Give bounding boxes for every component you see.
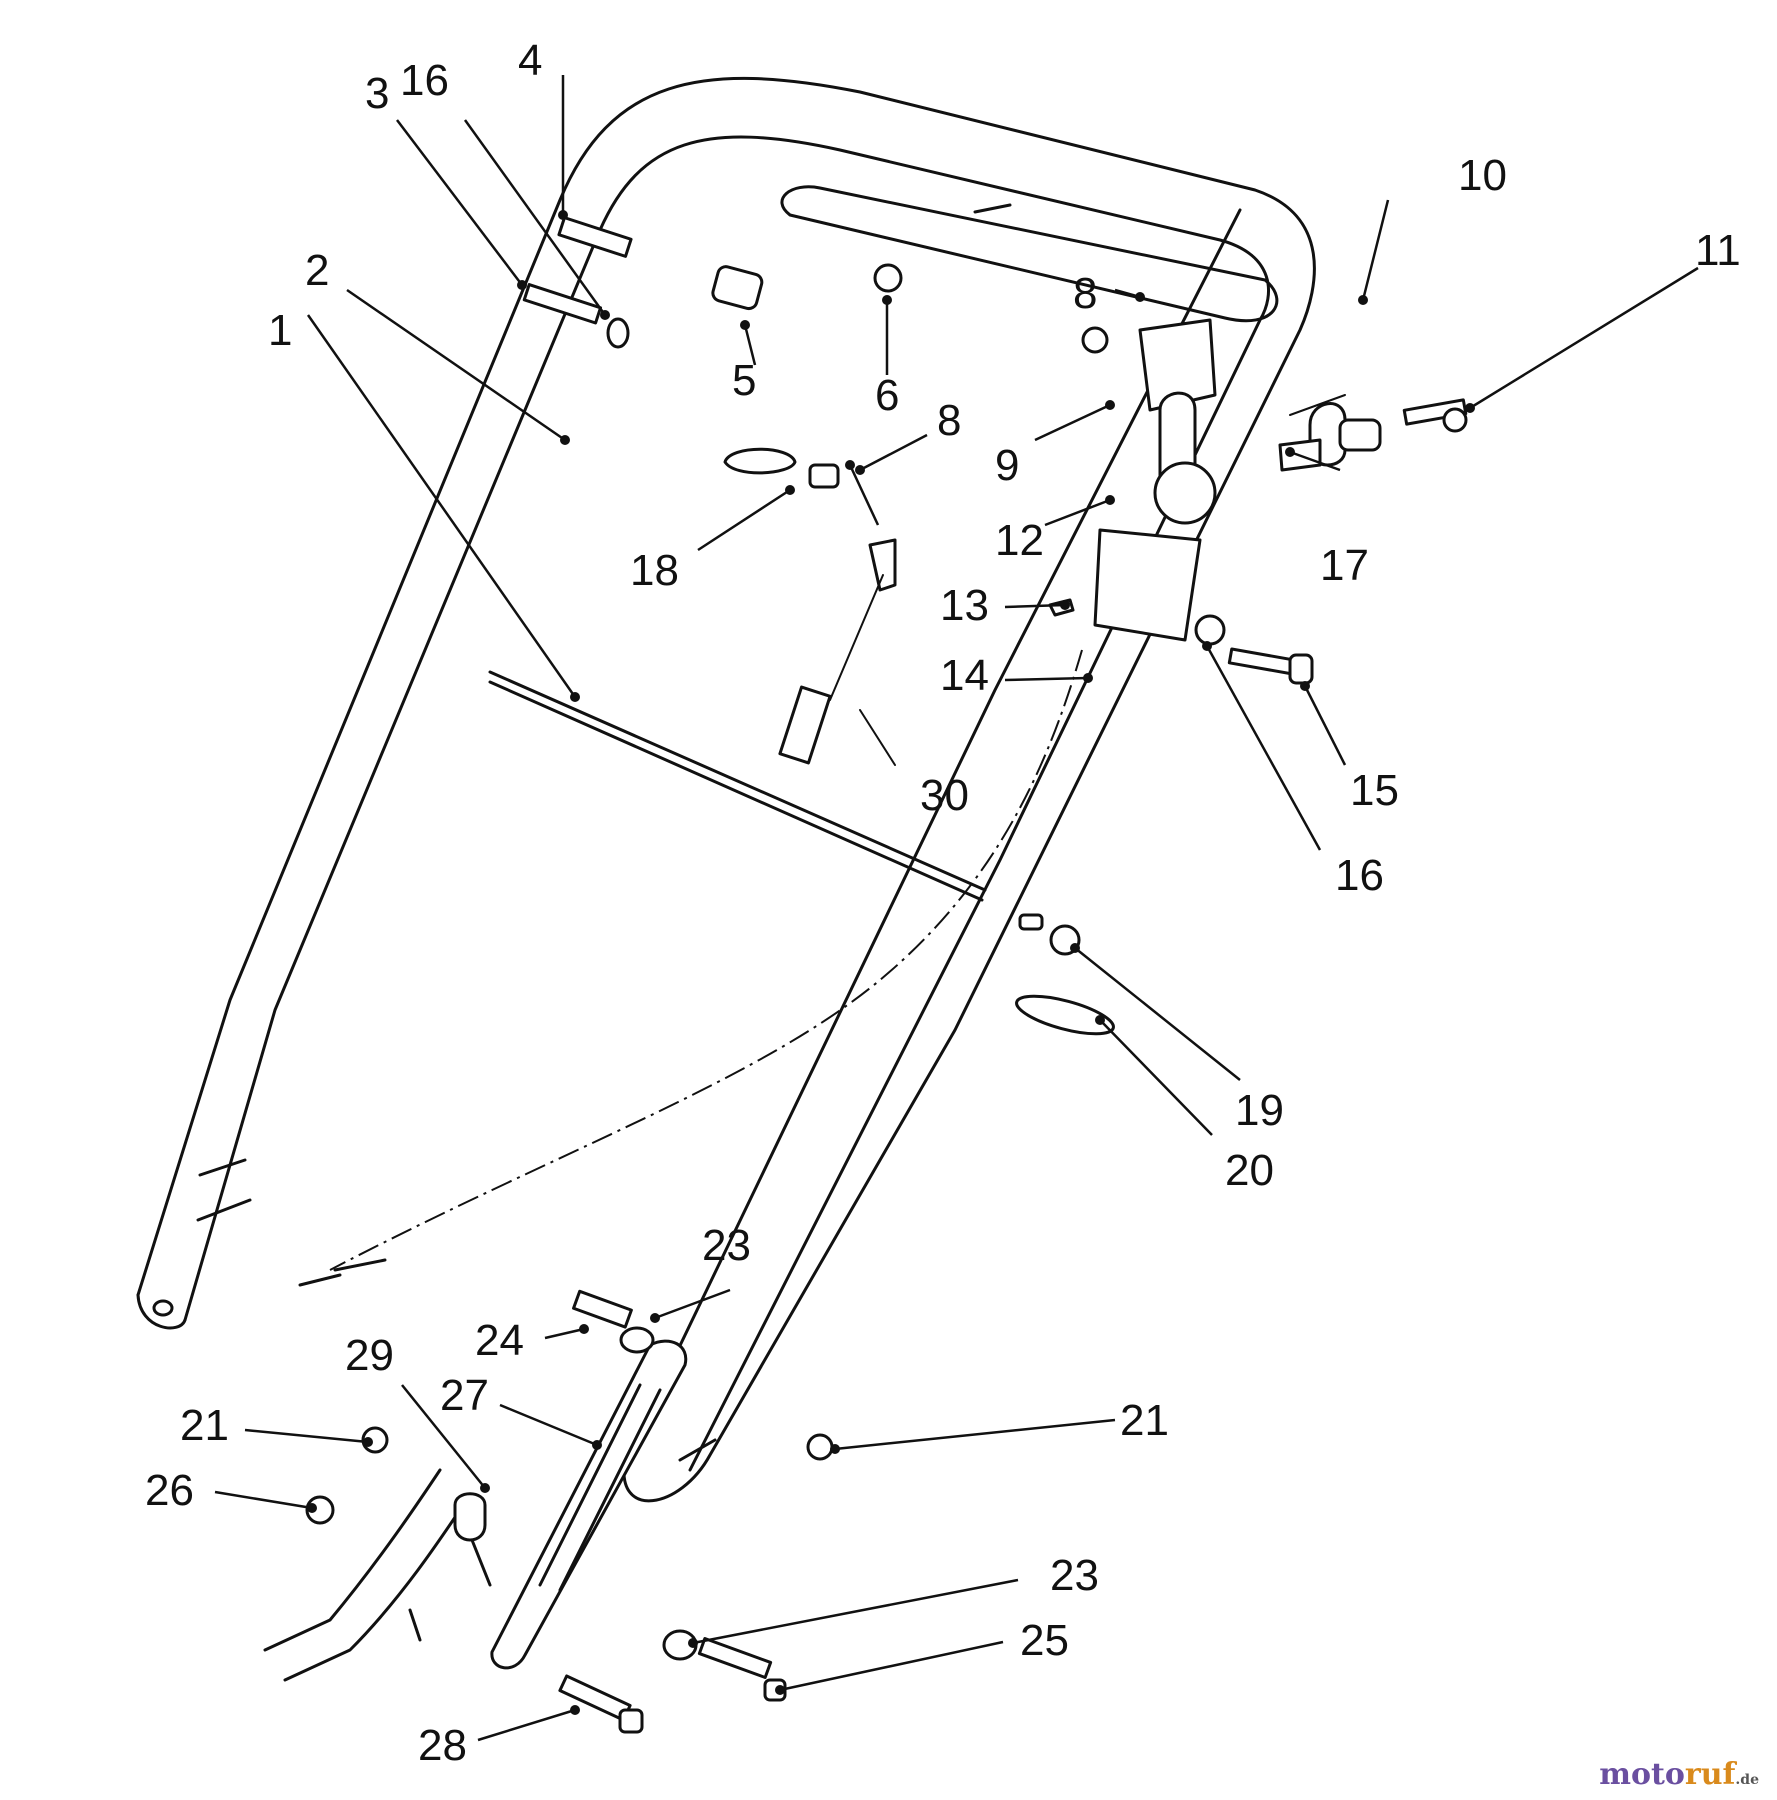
callout-17: 17 (1320, 541, 1369, 590)
callout-9: 9 (995, 441, 1019, 490)
callout-6: 6 (875, 371, 899, 420)
callout-1: 1 (268, 306, 292, 355)
callout-5: 5 (732, 356, 756, 405)
callout-11: 11 (1695, 226, 1741, 275)
crossbar (488, 670, 987, 902)
callout-10: 10 (1458, 151, 1507, 200)
callout-14: 14 (940, 651, 989, 700)
callout-19: 19 (1235, 1086, 1284, 1135)
callout-8: 8 (937, 396, 961, 445)
callout-13: 13 (940, 581, 989, 630)
callout-24: 24 (475, 1316, 524, 1365)
callout-labels: 1 2 3 16 4 5 6 8 18 8 9 10 11 12 13 14 1… (145, 36, 1741, 1770)
leader-lines (214, 75, 1699, 1742)
callout-18: 18 (630, 546, 679, 595)
callout-3: 3 (365, 69, 389, 118)
hardware (305, 216, 1468, 1734)
callout-26: 26 (145, 1466, 194, 1515)
callout-29: 29 (345, 1331, 394, 1380)
callout-16: 16 (1335, 851, 1384, 900)
callout-20: 20 (1225, 1146, 1274, 1195)
control-cable (298, 649, 1083, 1287)
callout-21: 21 (1120, 1396, 1169, 1445)
callout-8: 8 (1073, 269, 1097, 318)
callout-30: 30 (920, 771, 969, 820)
watermark-suffix: .de (1735, 1772, 1759, 1788)
watermark-part2: ruf (1684, 1757, 1736, 1792)
control-bar (780, 185, 1279, 323)
callout-16: 16 (400, 56, 449, 105)
callout-23: 23 (702, 1221, 751, 1270)
callout-12: 12 (995, 516, 1044, 565)
callout-4: 4 (518, 36, 542, 85)
callout-2: 2 (305, 246, 329, 295)
lower-bracket (263, 1339, 688, 1682)
callout-15: 15 (1350, 766, 1399, 815)
watermark-part1: moto (1599, 1757, 1685, 1792)
callout-28: 28 (418, 1721, 467, 1770)
callout-23: 23 (1050, 1551, 1099, 1600)
watermark-logo: motoruf.de (1599, 1757, 1759, 1792)
callout-21: 21 (180, 1401, 229, 1450)
callout-25: 25 (1020, 1616, 1069, 1665)
callout-27: 27 (440, 1371, 489, 1420)
handle-frame (136, 77, 1316, 1503)
